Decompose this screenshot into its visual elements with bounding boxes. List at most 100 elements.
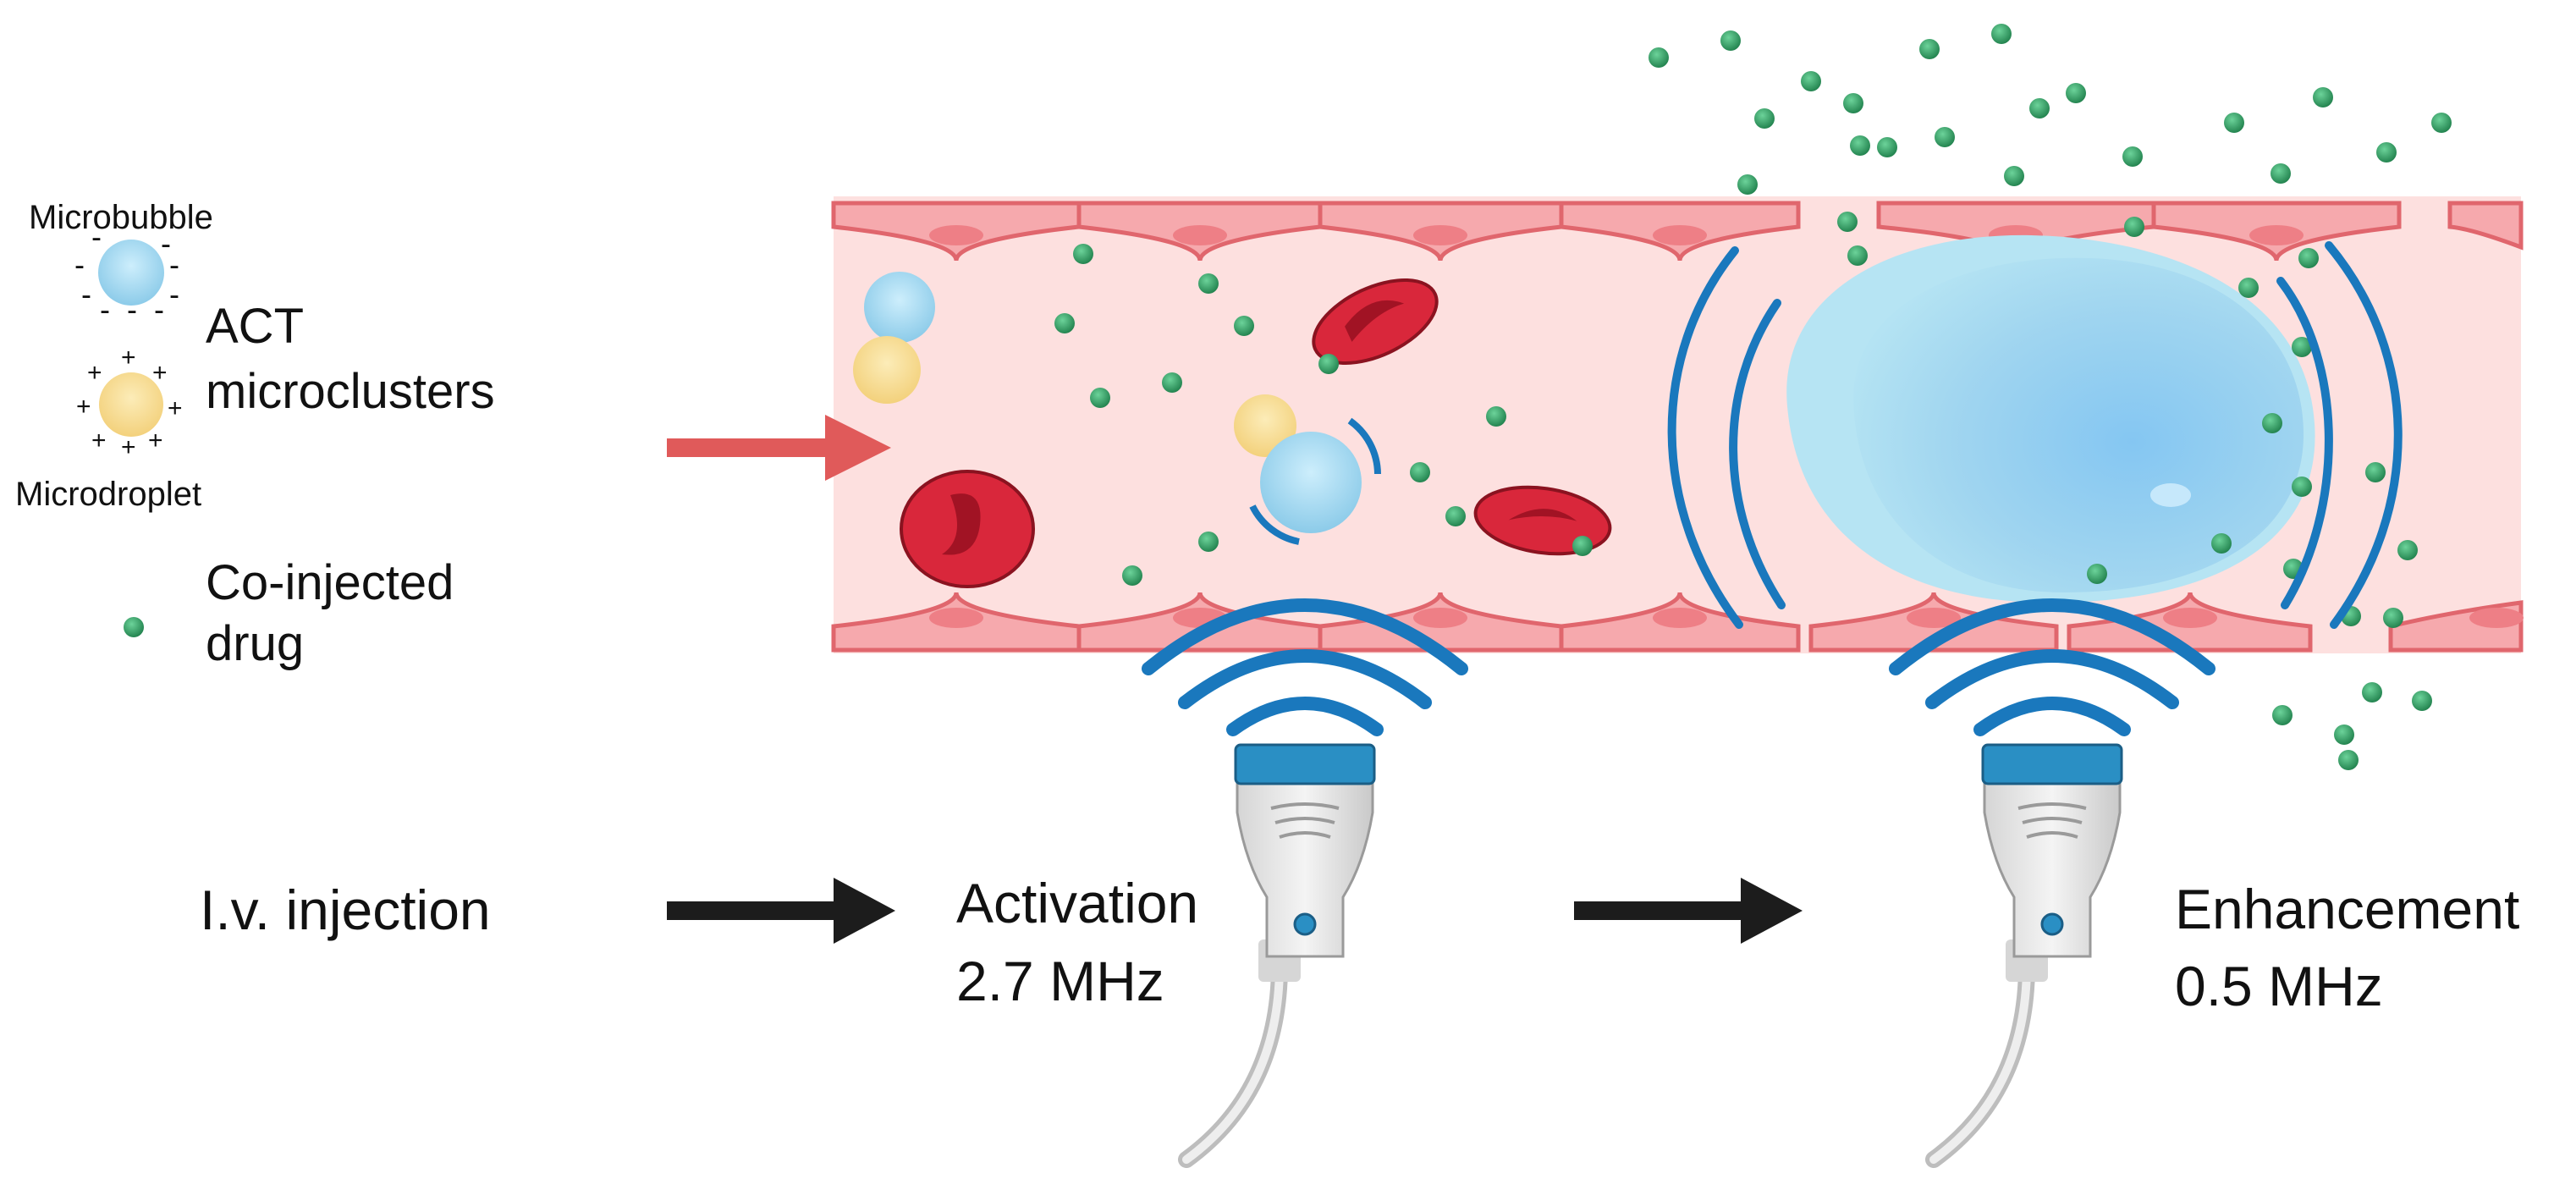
svg-text:+: + xyxy=(87,359,102,387)
act-label-line1: ACT xyxy=(206,299,304,354)
step-enhancement-line2: 0.5 MHz xyxy=(2175,955,2383,1017)
ultrasound-waves-enhancement xyxy=(1889,598,2215,736)
drug-particle-icon xyxy=(1054,313,1075,333)
drug-particle-icon xyxy=(2211,533,2232,554)
drug-particle-icon xyxy=(1877,137,1897,157)
drug-particle-icon xyxy=(2338,750,2359,770)
svg-text:+: + xyxy=(152,359,168,387)
svg-text:-: - xyxy=(100,292,110,327)
drug-particle-icon xyxy=(2272,705,2293,725)
ultrasound-waves-activation xyxy=(1142,598,1468,736)
probe-activation xyxy=(1142,598,1468,1168)
microdroplet-legend-icon: + + + + + + + + xyxy=(76,344,183,461)
probe-enhancement xyxy=(1889,598,2215,1168)
drug-particle-icon xyxy=(2431,113,2452,133)
drug-particle-icon xyxy=(1234,316,1254,336)
activated-bubble xyxy=(1786,234,2315,603)
drug-particle-icon xyxy=(2292,477,2312,497)
step-arrow-1 xyxy=(667,878,895,944)
drug-particle-icon xyxy=(2029,98,2050,118)
drug-particle-icon xyxy=(1720,30,1741,51)
red-blood-cell-icon xyxy=(900,470,1035,588)
drug-particle-icon xyxy=(1837,212,1858,232)
svg-text:+: + xyxy=(91,427,107,455)
drug-particle-icon xyxy=(1754,108,1775,129)
drug-particle-icon xyxy=(2376,142,2397,163)
drug-particle-icon xyxy=(2292,337,2312,357)
drug-particle-icon xyxy=(2412,691,2432,711)
svg-text:-: - xyxy=(81,277,91,311)
ultrasound-probe-icon xyxy=(1178,743,1376,1168)
svg-text:+: + xyxy=(121,433,136,461)
drug-particle-icon xyxy=(1486,406,1506,427)
svg-text:-: - xyxy=(127,292,137,327)
drug-particle-icon xyxy=(1090,388,1110,408)
drug-particle-icon xyxy=(2224,113,2244,133)
drug-particle-icon xyxy=(1801,71,1821,91)
microbubble-label: Microbubble xyxy=(29,199,213,236)
drug-particle-icon xyxy=(2313,87,2333,107)
act-cluster-inlet xyxy=(853,272,935,404)
drug-particle-icon xyxy=(1122,565,1142,586)
drug-particle-icon xyxy=(2334,724,2354,745)
drug-particle-icon xyxy=(1162,372,1182,393)
red-blood-cell-icon xyxy=(1473,485,1612,556)
drug-particle-icon xyxy=(2383,608,2403,628)
drug-label-line2: drug xyxy=(206,616,304,671)
drug-legend-icon xyxy=(124,617,144,637)
drug-particle-icon xyxy=(1850,135,1870,156)
act-label-line2: microclusters xyxy=(206,364,495,419)
drug-particle-icon xyxy=(1410,462,1430,482)
act-cluster-activating xyxy=(1234,394,1381,545)
drug-particle-icon xyxy=(1572,536,1593,556)
drug-particle-icon xyxy=(1198,273,1219,294)
step-activation-line2: 2.7 MHz xyxy=(956,950,1164,1012)
drug-particle-icon xyxy=(2271,163,2291,184)
step-arrow-2 xyxy=(1574,878,1803,944)
drug-particle-icon xyxy=(1935,127,1955,147)
drug-particle-icon xyxy=(2124,217,2144,237)
drug-particle-icon xyxy=(1318,354,1339,374)
drug-label-line1: Co-injected xyxy=(206,555,454,610)
microdroplet-label: Microdroplet xyxy=(15,476,201,513)
step-enhancement-line1: Enhancement xyxy=(2175,878,2519,940)
blood-flow-arrow xyxy=(667,415,891,481)
drug-particle-icon xyxy=(2087,564,2107,584)
svg-text:+: + xyxy=(121,344,136,372)
drug-particles xyxy=(1054,24,2452,770)
drug-particle-icon xyxy=(2238,278,2259,298)
svg-text:-: - xyxy=(169,277,179,311)
microbubble-legend-icon: - - - - - - - - - xyxy=(74,219,179,327)
svg-text:-: - xyxy=(161,226,171,261)
drug-particle-icon xyxy=(1198,532,1219,552)
red-blood-cells xyxy=(900,278,1612,588)
svg-text:-: - xyxy=(91,219,102,254)
drug-particle-icon xyxy=(2362,682,2382,702)
drug-particle-icon xyxy=(2066,83,2086,103)
red-blood-cell-icon xyxy=(1312,278,1439,365)
process-steps: I.v. injection Activation 2.7 MHz Enhanc… xyxy=(200,872,2519,1017)
drug-particle-icon xyxy=(2122,146,2143,167)
drug-particle-icon xyxy=(1649,47,1669,68)
step-injection: I.v. injection xyxy=(200,879,491,941)
svg-text:+: + xyxy=(168,394,183,422)
drug-particle-icon xyxy=(1991,24,2012,44)
svg-text:-: - xyxy=(169,247,179,282)
drug-particle-icon xyxy=(1847,245,1868,266)
step-activation-line1: Activation xyxy=(956,872,1198,934)
drug-particle-icon xyxy=(1843,93,1863,113)
ultrasound-probe-icon xyxy=(1925,743,2123,1168)
drug-particle-icon xyxy=(1445,506,1466,526)
svg-text:+: + xyxy=(148,427,163,455)
svg-text:-: - xyxy=(154,292,164,327)
drug-particle-icon xyxy=(1073,244,1093,264)
svg-text:+: + xyxy=(76,393,91,421)
drug-particle-icon xyxy=(1919,39,1940,59)
drug-particle-icon xyxy=(2262,413,2282,433)
drug-particle-icon xyxy=(1737,174,1758,195)
drug-particle-icon xyxy=(2298,248,2319,268)
svg-text:-: - xyxy=(74,247,85,282)
ultrasound-waves-bubble xyxy=(1667,241,2403,629)
drug-particle-icon xyxy=(2004,166,2024,186)
